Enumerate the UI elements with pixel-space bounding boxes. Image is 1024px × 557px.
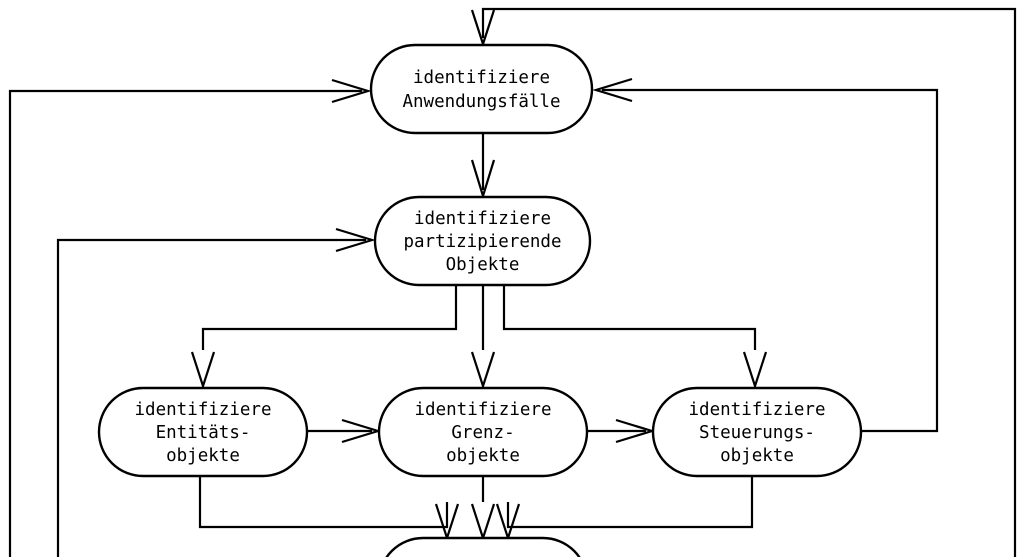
node-label-grenz-line3: objekte — [446, 446, 520, 466]
edge-node2-to-entitaets — [201, 285, 458, 350]
edge-node2-to-steuerungs — [502, 285, 757, 350]
node-label-grenz-line1: identifiziere — [415, 400, 552, 420]
edge-node2-to-grenz-arrowhead — [470, 351, 496, 390]
node-layer: identifiziere Anwendungsfälle identifizi… — [97, 43, 863, 557]
edge-steuerungs-return-arrowhead — [592, 77, 633, 103]
node-label-steuerungs-line2: Steuerungs- — [699, 423, 815, 443]
node-shape-bottom-clipped — [385, 536, 581, 557]
node-shape-anwendungsfaelle — [369, 43, 594, 135]
node-label-entitaets-line3: objekte — [166, 446, 240, 466]
edge-steuerungs-return-to-node1 — [602, 88, 939, 433]
edge-left-outer-return-arrowhead — [331, 78, 372, 104]
node-label-entitaets-line2: Entitäts- — [156, 423, 251, 443]
edge-node2-to-entitaets-arrowhead — [190, 351, 216, 390]
node-identifiziere-anwendungsfaelle[interactable]: identifiziere Anwendungsfälle — [369, 43, 594, 135]
node-label-anwendungsfaelle-line2: Anwendungsfälle — [402, 92, 560, 112]
node-label-partizipierende-line1: identifiziere — [414, 209, 551, 229]
node-label-steuerungs-line1: identifiziere — [689, 400, 826, 420]
edge-left-inner-return-to-node2 — [56, 238, 366, 557]
node-label-grenz-line2: Grenz- — [451, 423, 514, 443]
node-label-partizipierende-line2: partizipierende — [403, 232, 561, 252]
node-identifiziere-partizipierende-objekte[interactable]: identifiziere partizipierende Objekte — [373, 195, 592, 287]
node-bottom-clipped[interactable] — [379, 536, 587, 557]
edge-grenz-to-bottom-arrowhead — [470, 503, 496, 542]
node-shape-grenzobjekte — [377, 386, 589, 478]
node-label-partizipierende-line3: Objekte — [446, 255, 520, 275]
node-identifiziere-entitaetsobjekte[interactable]: identifiziere Entitäts- objekte — [97, 386, 309, 478]
node-identifiziere-grenzobjekte[interactable]: identifiziere Grenz- objekte — [377, 386, 589, 478]
edge-steuerungs-to-bottom — [506, 476, 754, 529]
node-shape-steuerungsobjekte — [651, 386, 863, 478]
edge-left-inner-return-arrowhead — [335, 227, 376, 253]
edge-entitaets-to-bottom — [198, 476, 449, 529]
edge-left-outer-return-to-node1 — [8, 89, 362, 557]
node-identifiziere-steuerungsobjekte[interactable]: identifiziere Steuerungs- objekte — [651, 386, 863, 478]
edge-layer — [8, 7, 1017, 557]
node-shape-entitaetsobjekte — [97, 386, 309, 478]
edge-outer-right-rail — [481, 7, 1017, 557]
node-label-anwendungsfaelle-line1: identifiziere — [413, 68, 550, 88]
edge-node2-to-steuerungs-arrowhead — [742, 351, 768, 390]
node-shape-partizipierende-objekte — [373, 195, 592, 287]
node-label-entitaets-line1: identifiziere — [135, 400, 272, 420]
node-label-steuerungs-line3: objekte — [720, 446, 794, 466]
